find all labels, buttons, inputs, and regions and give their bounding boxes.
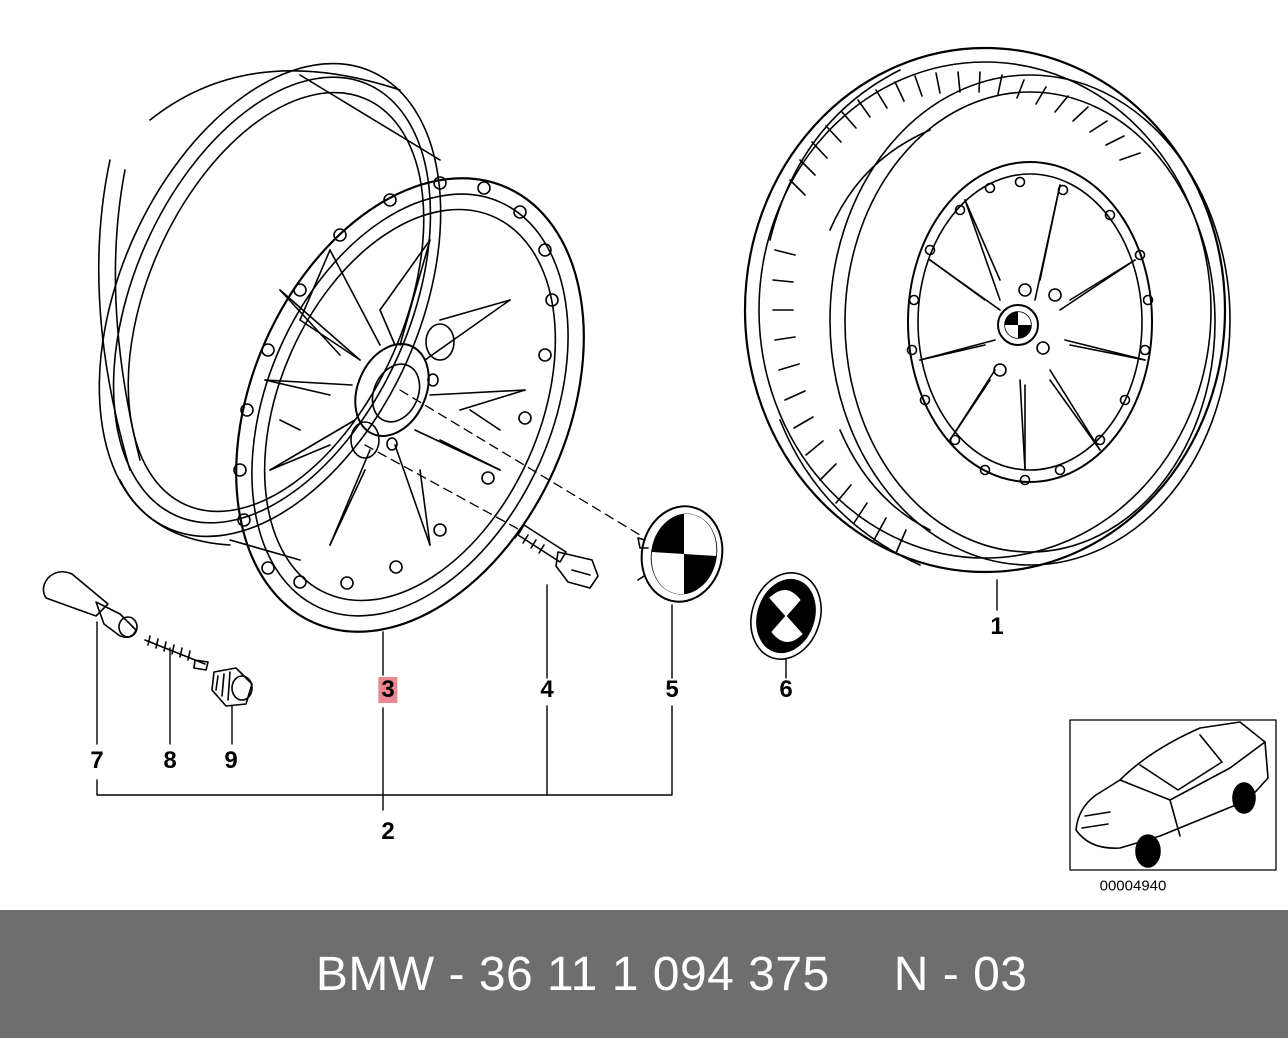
wheel-assembly-illustration: [743, 46, 1231, 574]
diagram-reference-number: 00004940: [1099, 877, 1167, 895]
footer-bar: BMW - 36 11 1 094 375 N - 03: [0, 910, 1288, 1038]
emblem-illustration: [750, 572, 822, 660]
callout-6: 6: [779, 676, 793, 703]
callout-5: 5: [665, 676, 679, 703]
parts-diagram: [42, 46, 1277, 871]
callout-9: 9: [224, 747, 238, 774]
valve-illustration: [42, 570, 138, 638]
callout-1: 1: [990, 613, 1004, 640]
callout-7: 7: [90, 747, 104, 774]
leader-lines: [96, 579, 998, 811]
page-code: N - 03: [893, 947, 1028, 1001]
callout-2: 2: [381, 818, 395, 845]
wheel-bolt-illustration: [514, 524, 599, 589]
footer-text: BMW - 36 11 1 094 375 N - 03: [261, 892, 1028, 1057]
hub-cap-illustration: [637, 505, 724, 603]
valve-core-illustration: [144, 635, 209, 671]
rim-illustration: [97, 62, 641, 633]
vehicle-thumbnail: [1069, 719, 1277, 871]
part-number: BMW - 36 11 1 094 375: [315, 947, 830, 1001]
valve-cap-illustration: [211, 667, 253, 707]
callout-8: 8: [163, 747, 177, 774]
callout-3-highlighted: 3: [378, 677, 398, 703]
callout-4: 4: [540, 676, 554, 703]
